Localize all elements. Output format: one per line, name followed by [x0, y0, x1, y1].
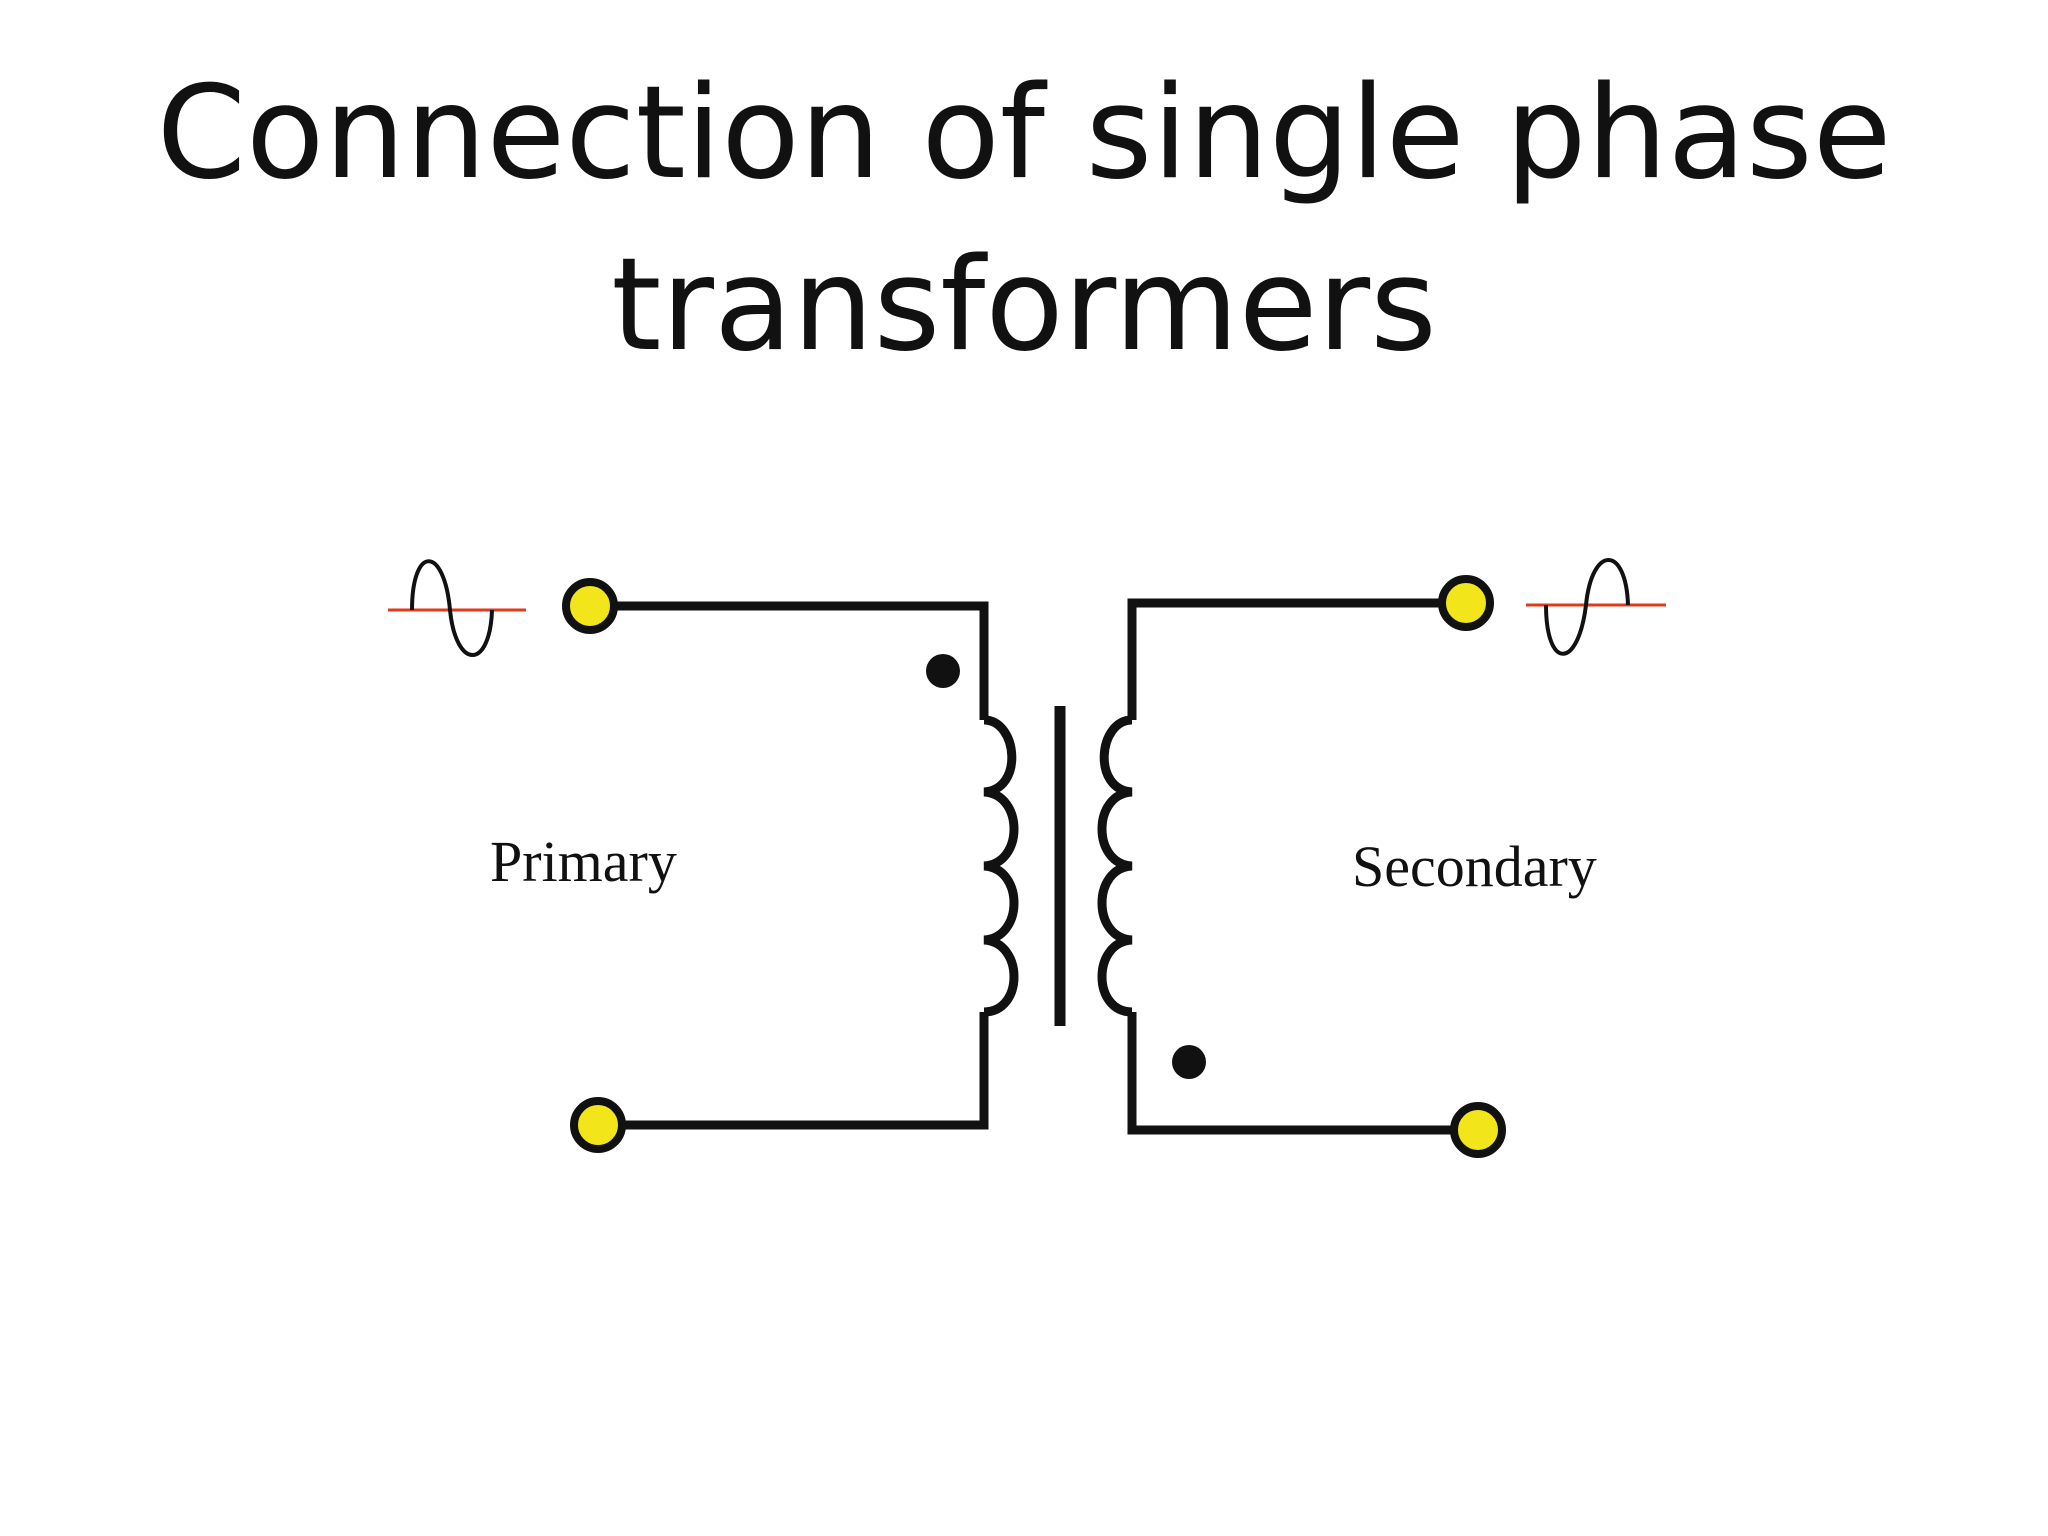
secondary-wave-curve [1544, 558, 1630, 656]
primary-label: Primary [490, 829, 677, 894]
secondary-bottom-wire [1127, 1012, 1456, 1135]
title-line-1: Connection of single phase [156, 59, 1892, 208]
primary-bottom-terminal [570, 1097, 626, 1153]
primary-top-terminal [562, 578, 618, 634]
secondary-sine-wave-icon [1526, 558, 1666, 656]
secondary-coil [1097, 715, 1133, 1017]
primary-coil [983, 715, 1019, 1017]
primary-polarity-dot-icon [926, 654, 960, 688]
primary-bottom-wire [614, 1012, 989, 1130]
primary-top-wire [614, 601, 989, 720]
secondary-top-wire [1127, 598, 1444, 720]
secondary-bottom-terminal [1450, 1102, 1506, 1158]
title-line-2: transformers [611, 231, 1437, 380]
slide-title: Connection of single phase transformers [0, 48, 2048, 392]
primary-sine-wave-icon [388, 559, 526, 657]
primary-wave-curve [410, 559, 494, 657]
secondary-top-terminal [1438, 575, 1494, 631]
secondary-label: Secondary [1352, 834, 1597, 899]
secondary-polarity-dot-icon [1172, 1045, 1206, 1079]
